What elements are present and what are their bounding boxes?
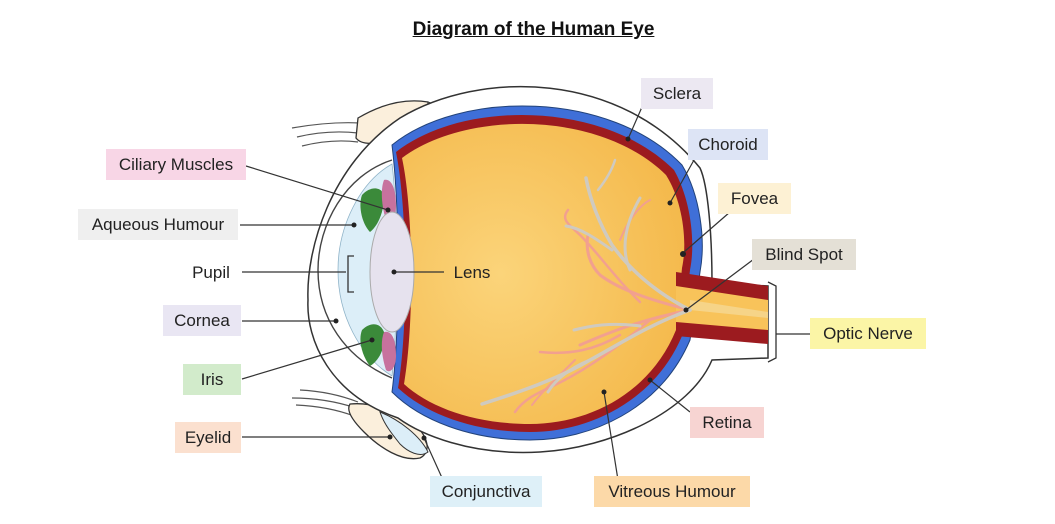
label-optic-nerve: Optic Nerve (810, 318, 926, 349)
diagram-title: Diagram of the Human Eye (412, 19, 655, 40)
label-aqueous-humour: Aqueous Humour (78, 209, 238, 240)
optic-nerve-bracket (767, 281, 777, 363)
label-choroid: Choroid (688, 129, 768, 160)
label-conjunctiva: Conjunctiva (430, 476, 542, 507)
label-fovea: Fovea (718, 183, 791, 214)
pupil-bracket (347, 255, 354, 293)
label-retina: Retina (690, 407, 764, 438)
label-sclera: Sclera (641, 78, 713, 109)
cornea-shape (317, 159, 393, 379)
leader-dots (333, 136, 689, 441)
label-blind-spot: Blind Spot (752, 239, 856, 270)
label-cornea: Cornea (163, 305, 241, 336)
leader-lines (240, 106, 810, 481)
retinal-vessels (480, 158, 692, 414)
label-eyelid: Eyelid (175, 422, 241, 453)
label-vitreous-humour: Vitreous Humour (594, 476, 750, 507)
label-ciliary-muscles: Ciliary Muscles (106, 149, 246, 180)
iris-upper (360, 188, 384, 232)
label-iris: Iris (183, 364, 241, 395)
iris-lower (360, 324, 385, 366)
label-lens: Lens (453, 263, 491, 282)
ciliary-lower (381, 331, 396, 372)
optic-nerve-shape (676, 272, 768, 344)
label-pupil: Pupil (192, 263, 230, 282)
lower-eyelid (291, 389, 429, 460)
fovea-dot (680, 251, 686, 257)
ciliary-upper (381, 179, 396, 222)
